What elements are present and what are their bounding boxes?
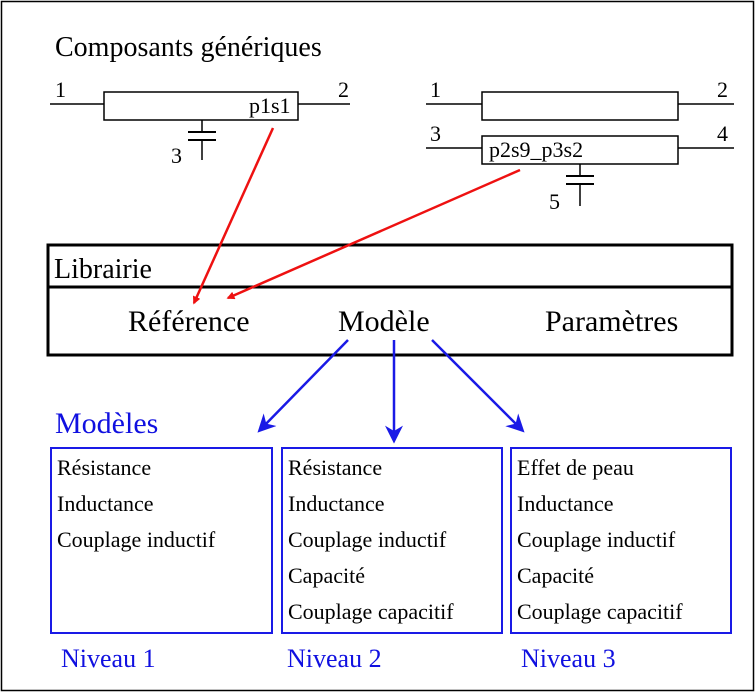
level-3-box: Effet de peau Inductance Couplage induct… — [510, 447, 732, 634]
component-a-pin-cap: 3 — [171, 143, 182, 168]
component-a-pin-right: 2 — [338, 77, 349, 102]
component-b: p2s9_p3s2 1 2 3 4 5 — [426, 77, 734, 214]
level-1-name: Niveau 1 — [61, 644, 156, 673]
level-3-item: Capacité — [517, 563, 594, 588]
library-table: Librairie Référence Modèle Paramètres — [46, 243, 734, 357]
level-3-item: Effet de peau — [517, 455, 634, 480]
library-field-reference: Référence — [128, 305, 250, 338]
library-field-parameters: Paramètres — [545, 305, 678, 338]
level-1-item: Couplage inductif — [57, 527, 216, 552]
diagram-title: Composants génériques — [55, 32, 322, 63]
arrow-component-b-to-reference — [226, 168, 521, 300]
level-2-item: Couplage inductif — [288, 527, 447, 552]
level-2-item: Résistance — [288, 455, 382, 480]
level-2-item: Capacité — [288, 563, 365, 588]
component-b-label: p2s9_p3s2 — [489, 137, 583, 162]
component-a: p1s1 1 2 3 — [50, 77, 350, 168]
level-2-item: Couplage capacitif — [288, 599, 454, 624]
level-2-item: Inductance — [288, 491, 385, 516]
level-1-item: Résistance — [57, 455, 151, 480]
library-title: Librairie — [54, 254, 152, 285]
arrow-component-a-to-reference — [192, 127, 275, 305]
models-heading: Modèles — [55, 407, 158, 440]
arrow-model-to-level-1 — [257, 339, 349, 433]
level-3-item: Couplage capacitif — [517, 599, 683, 624]
level-3-name: Niveau 3 — [521, 644, 616, 673]
arrow-model-to-level-3 — [431, 339, 525, 433]
library-field-model: Modèle — [338, 305, 430, 338]
component-b-pin-1: 1 — [430, 77, 441, 102]
level-3-item: Inductance — [517, 491, 614, 516]
level-2-box: Résistance Inductance Couplage inductif … — [281, 447, 503, 634]
component-a-pin-left: 1 — [55, 77, 66, 102]
component-b-pin-4: 4 — [717, 121, 728, 146]
level-1-item: Inductance — [57, 491, 154, 516]
component-b-pin-cap: 5 — [549, 189, 560, 214]
level-3-item: Couplage inductif — [517, 527, 676, 552]
component-b-pin-2: 2 — [717, 77, 728, 102]
level-2-name: Niveau 2 — [287, 644, 382, 673]
component-b-pin-3: 3 — [430, 121, 441, 146]
level-1-box: Résistance Inductance Couplage inductif — [50, 447, 273, 634]
component-a-label: p1s1 — [249, 93, 291, 118]
